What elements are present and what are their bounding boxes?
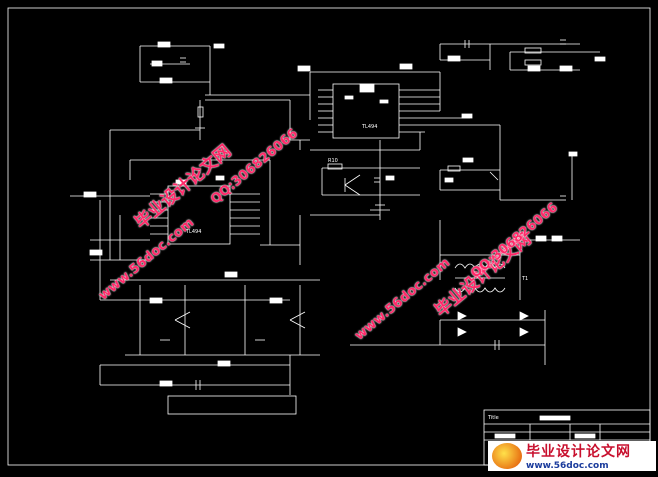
middle-network <box>109 99 501 260</box>
site-logo-icon <box>492 443 522 469</box>
driver-stage <box>310 140 420 220</box>
lower-driver <box>99 271 320 415</box>
top-left-network <box>139 41 310 96</box>
top-ic <box>297 63 441 139</box>
top-ic-label: TL494 <box>361 124 377 130</box>
banner-title: 毕业设计论文网 <box>526 444 631 460</box>
left-ic <box>129 159 301 265</box>
banner-url[interactable]: www.56doc.com <box>526 461 609 471</box>
top-right-network <box>439 39 606 72</box>
transformer-section <box>350 220 580 365</box>
drawing-border <box>7 7 651 466</box>
output-box <box>167 395 297 415</box>
transformer-t1-label: T1 <box>521 276 528 282</box>
left-ic-label: TL494 <box>185 229 201 235</box>
title-block-label: Title <box>487 415 499 421</box>
resistor-r10-label: R10 <box>328 158 338 164</box>
left-input <box>70 191 290 301</box>
footer-banner[interactable]: 毕业设计论文网 www.56doc.com <box>488 441 656 471</box>
right-mid-network <box>439 151 578 201</box>
